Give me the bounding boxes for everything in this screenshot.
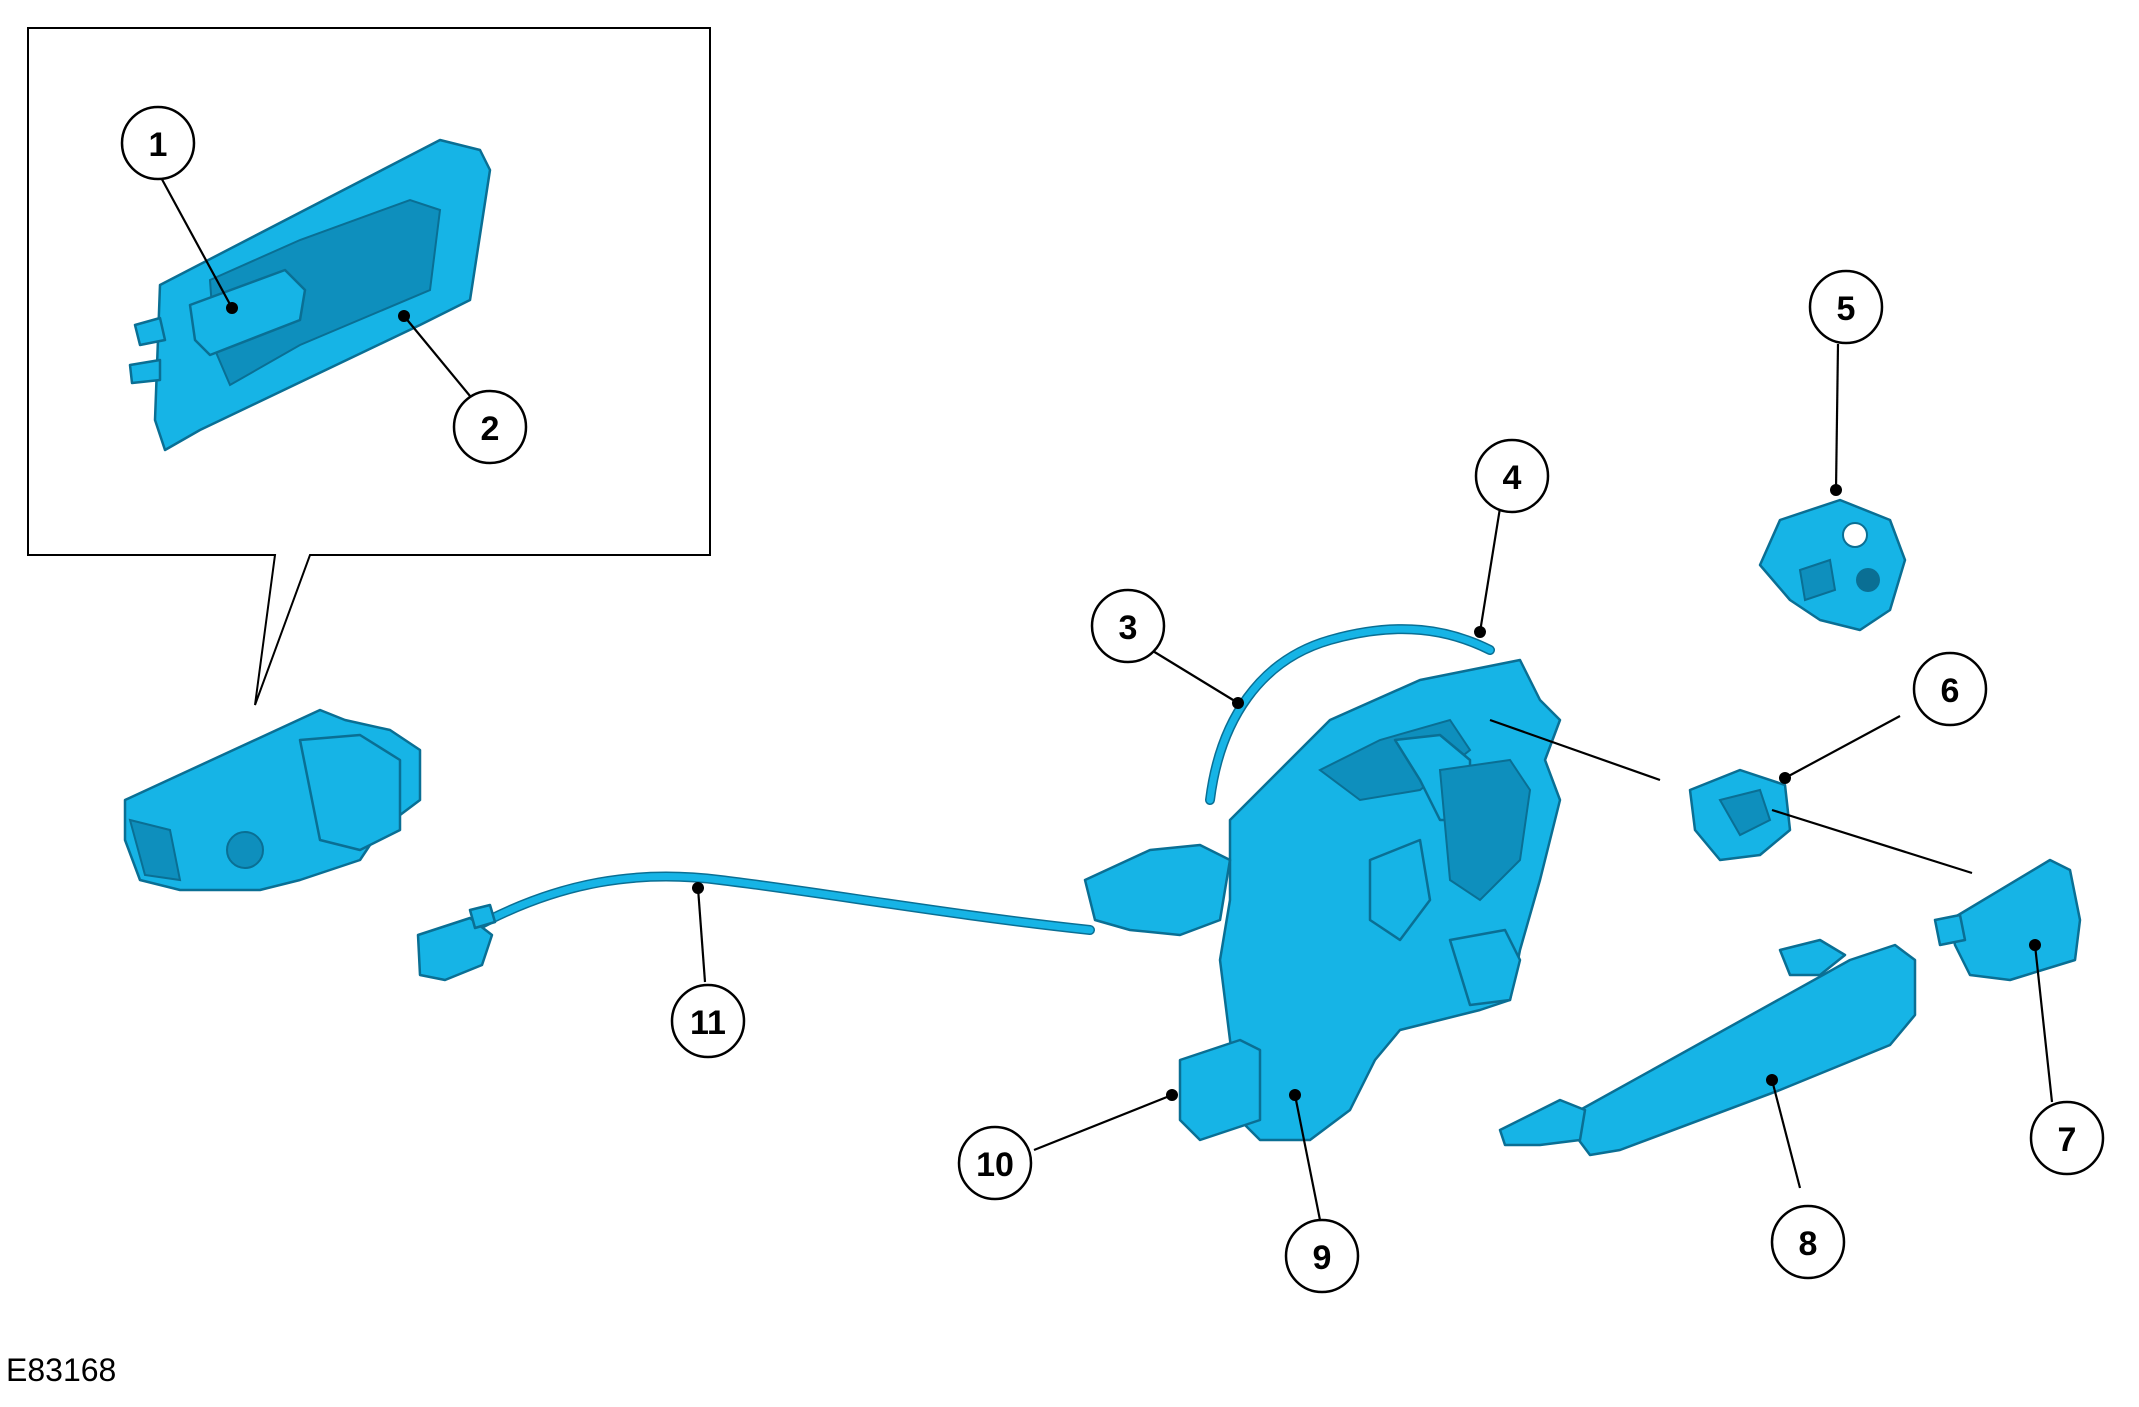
callout-4: 4 [1474, 438, 1550, 514]
callout-10: 10 [957, 1125, 1033, 1201]
svg-text:3: 3 [1119, 609, 1138, 647]
svg-text:9: 9 [1313, 1239, 1332, 1277]
svg-text:8: 8 [1799, 1225, 1818, 1263]
svg-text:4: 4 [1503, 459, 1522, 497]
figure-id-label: E83168 [6, 1352, 117, 1388]
svg-text:7: 7 [2058, 1121, 2077, 1159]
callout-9: 9 [1284, 1218, 1360, 1294]
callout-3: 3 [1090, 588, 1166, 664]
leader-lines [157, 171, 2054, 1221]
svg-text:2: 2 [481, 410, 500, 448]
door-latch-assembly [1083, 658, 1562, 1142]
interior-handle-detail [128, 138, 492, 452]
svg-text:1: 1 [149, 126, 168, 164]
svg-text:6: 6 [1941, 672, 1960, 710]
exterior-handle [1498, 938, 1917, 1157]
handle-bracket [1758, 498, 1907, 632]
lock-cylinder-cap [1933, 858, 2082, 982]
inside-release-cable-loop [1205, 624, 1495, 805]
svg-text:5: 5 [1837, 290, 1856, 328]
callout-2: 2 [452, 389, 528, 465]
callout-8: 8 [1770, 1204, 1846, 1280]
leader-dots [226, 302, 2041, 1101]
callout-11: 11 [670, 983, 746, 1059]
lock-actuator [1178, 1038, 1262, 1142]
handle-clip [1688, 768, 1792, 862]
detail-inset-frame [27, 27, 711, 706]
callout-7: 7 [2029, 1100, 2105, 1176]
callout-5: 5 [1808, 269, 1884, 345]
interior-handle-assembly [123, 708, 422, 892]
svg-text:10: 10 [976, 1146, 1014, 1184]
svg-text:11: 11 [690, 1004, 726, 1042]
callout-1: 1 [120, 105, 196, 181]
callout-6: 6 [1912, 651, 1988, 727]
release-cable [416, 871, 1095, 982]
